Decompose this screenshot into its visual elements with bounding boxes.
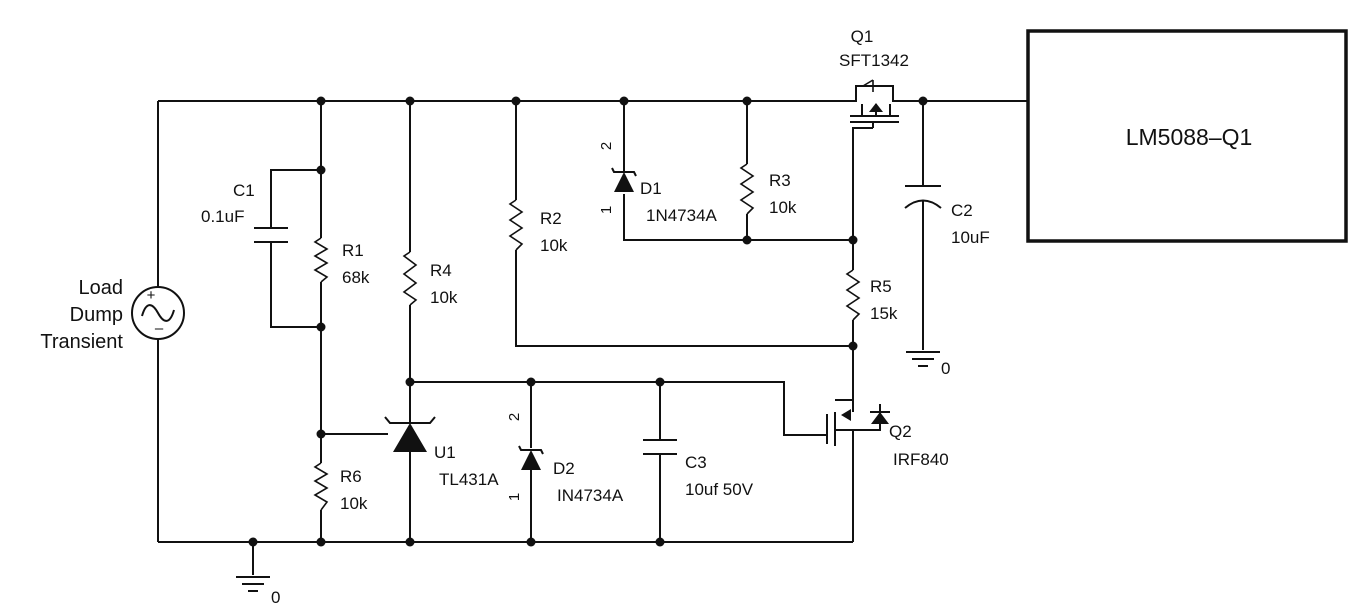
r3-ref: R3	[769, 171, 791, 190]
c1-ref: C1	[233, 181, 255, 200]
c2-value: 10uF	[951, 228, 990, 247]
r2-ref: R2	[540, 209, 562, 228]
resistor-r3: R3 10k	[739, 163, 797, 217]
resistor-r6: R6 10k	[313, 462, 368, 513]
shunt-regulator-u1: U1 TL431A	[384, 416, 499, 489]
d1-pin-bottom: 1	[598, 206, 615, 214]
c3-value: 10uf 50V	[685, 480, 754, 499]
q1-value: SFT1342	[839, 51, 909, 70]
mosfet-q2: Q2 IRF840	[826, 399, 949, 469]
r2-value: 10k	[540, 236, 568, 255]
load-dump-source: + – Load Dump Transient	[40, 277, 185, 353]
c3-ref: C3	[685, 453, 707, 472]
u1-ref: U1	[434, 443, 456, 462]
q1-ref: Q1	[851, 27, 874, 46]
resistor-r5: R5 15k	[845, 269, 898, 323]
r3-value: 10k	[769, 198, 797, 217]
d1-value: 1N4734A	[646, 206, 718, 225]
r4-value: 10k	[430, 288, 458, 307]
d2-pin-top: 2	[506, 413, 523, 421]
r5-value: 15k	[870, 304, 898, 323]
source-label-line-1: Load	[79, 277, 124, 299]
d1-pin-top: 2	[598, 142, 615, 150]
r6-ref: R6	[340, 467, 362, 486]
ground-main: 0	[236, 576, 280, 607]
d2-ref: D2	[553, 459, 575, 478]
d1-ref: D1	[640, 179, 662, 198]
r4-ref: R4	[430, 261, 452, 280]
wires	[157, 100, 1028, 575]
source-minus-sign: –	[155, 320, 164, 337]
c1-value: 0.1uF	[201, 207, 244, 226]
d2-value: IN4734A	[557, 486, 624, 505]
r6-value: 10k	[340, 494, 368, 513]
source-label-line-3: Transient	[40, 331, 123, 353]
r1-ref: R1	[342, 241, 364, 260]
resistor-r4: R4 10k	[402, 251, 458, 307]
source-label-line-2: Dump	[70, 304, 123, 326]
capacitor-c2: C2 10uF	[904, 185, 990, 247]
mosfet-q1: Q1 SFT1342	[839, 27, 909, 128]
c2-ref: C2	[951, 201, 973, 220]
zener-diode-d2: 2 1 D2 IN4734A	[506, 413, 624, 505]
junctions	[248, 96, 928, 547]
q2-value: IRF840	[893, 450, 949, 469]
q2-ref: Q2	[889, 422, 912, 441]
lm5088-block: LM5088–Q1	[1026, 29, 1348, 243]
source-plus-sign: +	[147, 287, 156, 304]
resistor-r2: R2 10k	[508, 199, 568, 255]
r5-ref: R5	[870, 277, 892, 296]
ground-c2-label: 0	[941, 359, 950, 378]
d2-pin-bottom: 1	[506, 493, 523, 501]
capacitor-c1: C1 0.1uF	[201, 181, 288, 243]
zener-diode-d1: 2 1 D1 1N4734A	[598, 142, 718, 225]
lm5088-label: LM5088–Q1	[1126, 124, 1253, 150]
u1-value: TL431A	[439, 470, 499, 489]
r1-value: 68k	[342, 268, 370, 287]
resistor-r1: R1 68k	[313, 237, 370, 287]
ground-main-label: 0	[271, 588, 280, 607]
capacitor-c3: C3 10uf 50V	[643, 439, 754, 499]
ground-c2: 0	[906, 351, 950, 378]
